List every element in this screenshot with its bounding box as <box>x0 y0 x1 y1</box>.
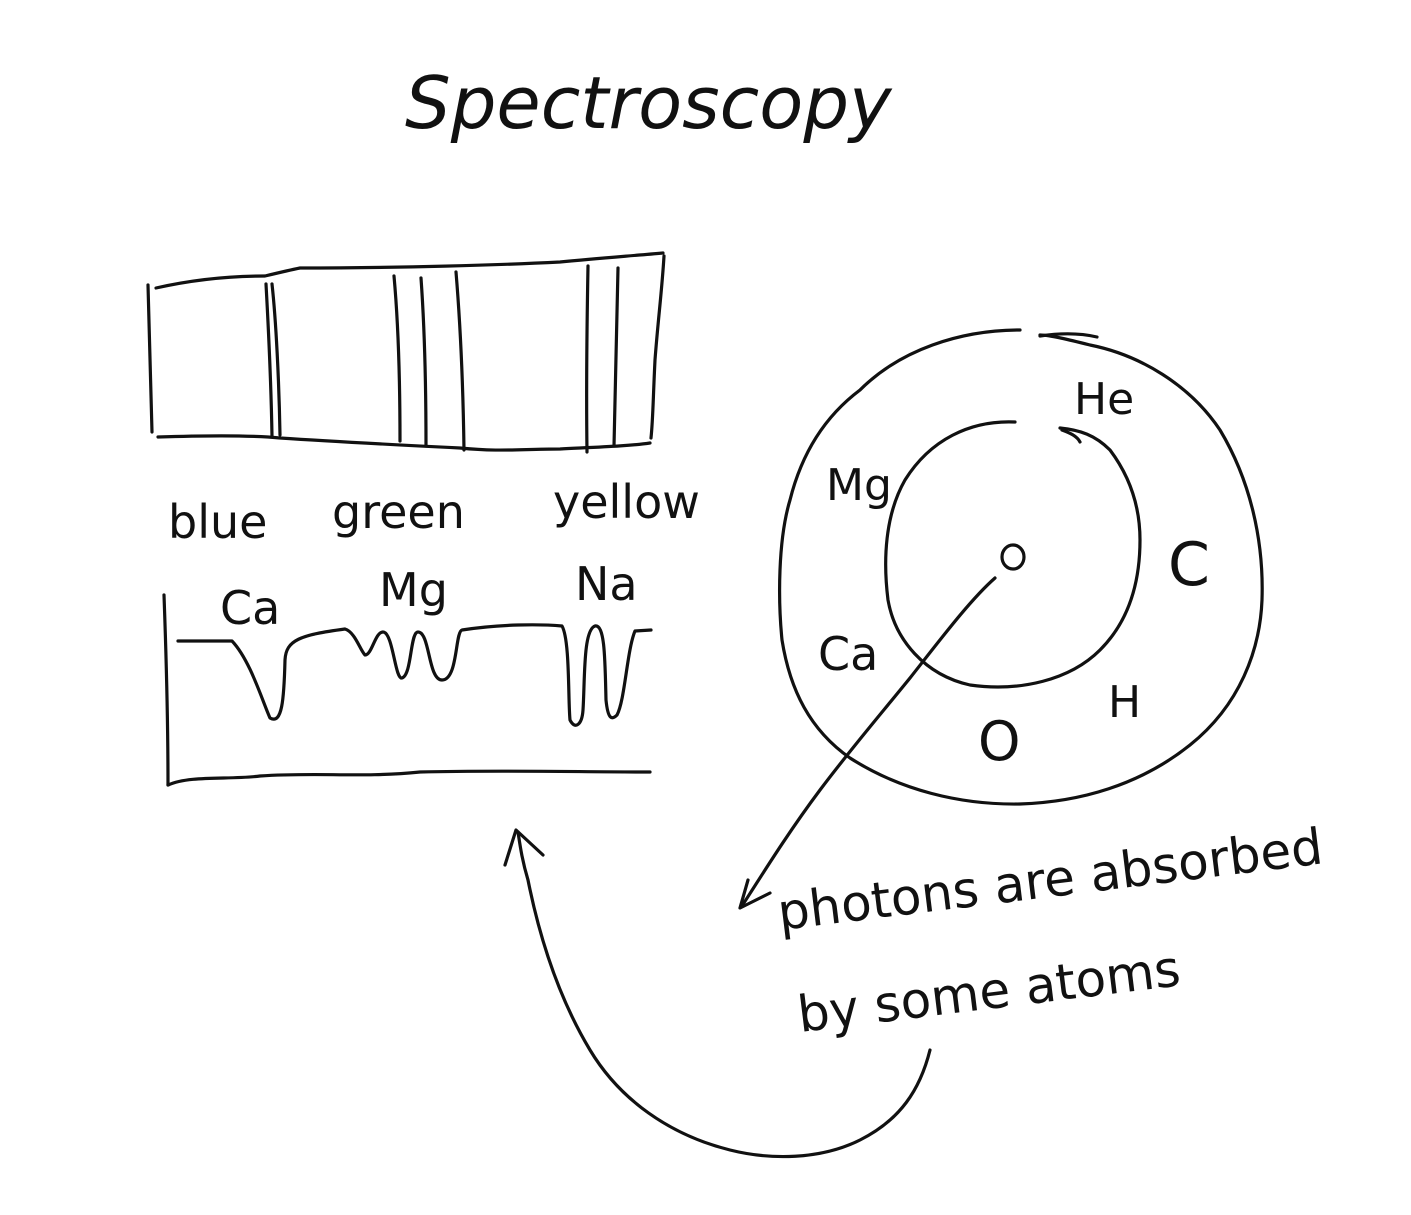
star-outer-atmosphere-overlap <box>1038 332 1099 339</box>
atom-label-o: O <box>978 710 1021 773</box>
spectrum-bar-top-edge <box>154 251 665 290</box>
spectral-line <box>454 270 466 452</box>
absorption-graph <box>162 593 653 787</box>
star-outer-atmosphere <box>778 328 1264 806</box>
spectral-line <box>264 282 274 438</box>
spectral-line <box>584 264 590 454</box>
star-center-label: o <box>1003 539 1020 572</box>
atom-label-ca: Ca <box>818 627 878 681</box>
photon-ray-line <box>740 576 997 908</box>
spectrum-bar-right-edge <box>649 254 666 440</box>
color-label-green: green <box>332 485 465 539</box>
spectrum-bar-bottom-edge <box>156 434 652 452</box>
star-inner-core <box>884 420 1142 689</box>
graph-x-axis <box>166 769 652 787</box>
color-label-yellow: yellow <box>553 475 700 529</box>
color-label-blue: blue <box>168 495 267 549</box>
photon-ray-arrow <box>738 576 997 910</box>
spectrum-bar <box>146 251 666 454</box>
atom-label-h: H <box>1108 677 1141 728</box>
annotation-line-2: by some atoms <box>794 939 1183 1043</box>
atom-label-mg: Mg <box>826 460 892 511</box>
atom-label-he: He <box>1074 374 1134 425</box>
spectral-line <box>419 276 428 448</box>
annotation-line-1: photons are absorbed <box>774 818 1325 942</box>
spectral-line <box>612 266 620 448</box>
line-label-na: Na <box>575 557 638 611</box>
absorption-curve <box>176 623 653 727</box>
line-label-ca: Ca <box>220 581 280 635</box>
feedback-curved-arrow <box>503 828 932 1159</box>
arrow-head-icon <box>503 828 545 867</box>
spectrum-bar-left-edge <box>146 283 154 434</box>
star-center-point <box>1000 543 1026 571</box>
star-diagram <box>778 328 1264 806</box>
arrow-head-icon <box>738 878 772 910</box>
graph-y-axis <box>162 593 170 787</box>
curved-arrow-line <box>516 830 932 1159</box>
spectral-line <box>270 282 282 437</box>
spectral-line <box>392 274 402 443</box>
star-core-mark <box>1060 428 1082 444</box>
diagram-title: Spectroscopy <box>405 61 893 145</box>
line-label-mg: Mg <box>379 563 448 617</box>
atom-label-c: C <box>1168 530 1210 600</box>
